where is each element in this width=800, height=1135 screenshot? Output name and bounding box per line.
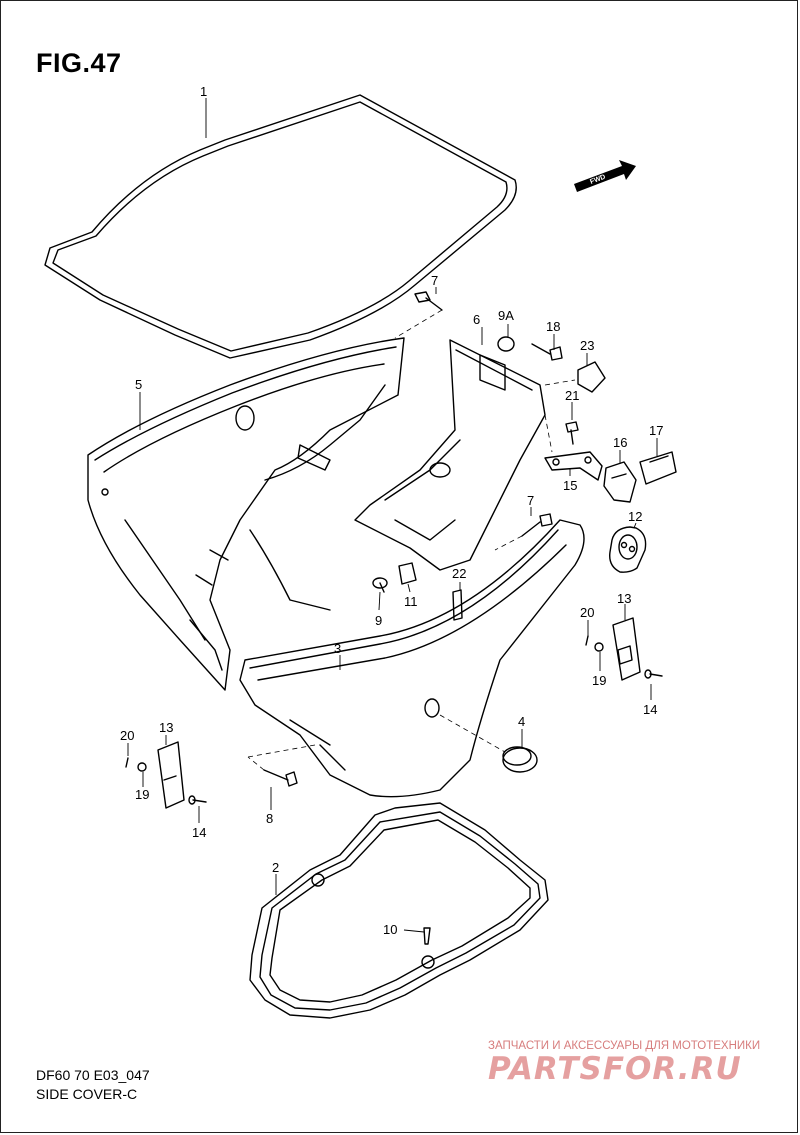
bolt-8 xyxy=(263,769,298,787)
screw-14-left xyxy=(188,795,207,805)
fwd-direction-arrow: FWD xyxy=(574,160,636,192)
part-12-grommet xyxy=(609,526,647,573)
callout-3: 3 xyxy=(334,641,341,656)
callout-11: 11 xyxy=(404,594,418,609)
screw-10 xyxy=(423,927,431,945)
callout-10: 10 xyxy=(383,922,397,937)
part-23-clip xyxy=(577,361,606,393)
part-13-latch-left xyxy=(157,741,185,809)
screw-14-right xyxy=(644,669,663,679)
figure-title: FIG.47 xyxy=(36,48,122,78)
guide-lines xyxy=(247,309,576,771)
callout-18: 18 xyxy=(546,319,560,334)
callout-12: 12 xyxy=(628,509,642,524)
callout-22: 22 xyxy=(452,566,466,581)
part-1-top-seal xyxy=(44,94,517,359)
callout-8: 8 xyxy=(266,811,273,826)
part-13-latch-right xyxy=(612,617,641,681)
callout-16: 16 xyxy=(613,435,627,450)
washer-19-left xyxy=(137,762,147,772)
callout-4: 4 xyxy=(518,714,525,729)
callout-19-right: 19 xyxy=(592,673,606,688)
part-4-plug xyxy=(502,746,538,773)
part-5-left-side-cover xyxy=(87,337,405,691)
callout-21: 21 xyxy=(565,388,579,403)
callout-2: 2 xyxy=(272,860,279,875)
callout-6: 6 xyxy=(473,312,480,327)
bolt-18 xyxy=(531,343,563,361)
leader-lines xyxy=(127,98,658,933)
pin-20-right xyxy=(585,635,589,646)
watermark: ЗАПЧАСТИ И АКСЕССУАРЫ ДЛЯ МОТОТЕХНИКИ PA… xyxy=(488,1040,788,1087)
part-2-bottom-seal xyxy=(249,802,549,1019)
watermark-tagline: ЗАПЧАСТИ И АКСЕССУАРЫ ДЛЯ МОТОТЕХНИКИ xyxy=(488,1040,761,1052)
washer-19-right xyxy=(594,642,604,652)
callout-20-right: 20 xyxy=(580,605,594,620)
bushing-22 xyxy=(452,589,463,621)
pin-20-left xyxy=(125,757,129,768)
callout-1: 1 xyxy=(200,84,207,99)
nut-9a xyxy=(497,336,515,352)
figure-caption-block: DF60 70 E03_047 SIDE COVER-C xyxy=(36,1066,150,1104)
callout-14-left: 14 xyxy=(192,825,206,840)
bolt-7-upper xyxy=(414,291,443,311)
bolt-21 xyxy=(565,421,579,445)
part-3-lower-side-cover xyxy=(239,519,585,798)
part-16-lock xyxy=(603,461,637,503)
callout-labels: 1 2 3 4 5 6 7 7 8 9 9A 10 11 12 13 13 14… xyxy=(120,84,663,937)
bolt-7-lower xyxy=(521,513,553,537)
callout-19-left: 19 xyxy=(135,787,149,802)
screw-9 xyxy=(372,577,388,593)
section-caption: SIDE COVER-C xyxy=(36,1086,138,1102)
callout-9a: 9A xyxy=(498,308,514,323)
callout-15: 15 xyxy=(563,478,577,493)
fwd-arrow-label: FWD xyxy=(589,174,606,186)
part-15-bracket xyxy=(544,451,603,481)
part-6-inner-panel xyxy=(354,339,546,571)
callout-23: 23 xyxy=(580,338,594,353)
callout-7-upper: 7 xyxy=(431,273,438,288)
collar-11 xyxy=(398,562,417,585)
callout-9: 9 xyxy=(375,613,382,628)
model-code: DF60 70 E03_047 xyxy=(36,1067,150,1083)
callout-17: 17 xyxy=(649,423,663,438)
watermark-brand: PARTSFOR.RU xyxy=(488,1051,742,1087)
callout-13-left: 13 xyxy=(159,720,173,735)
callout-5: 5 xyxy=(135,377,142,392)
callout-7-lower: 7 xyxy=(527,493,534,508)
callout-13-right: 13 xyxy=(617,591,631,606)
part-17-lever xyxy=(639,451,677,485)
callout-20-left: 20 xyxy=(120,728,134,743)
callout-14-right: 14 xyxy=(643,702,657,717)
